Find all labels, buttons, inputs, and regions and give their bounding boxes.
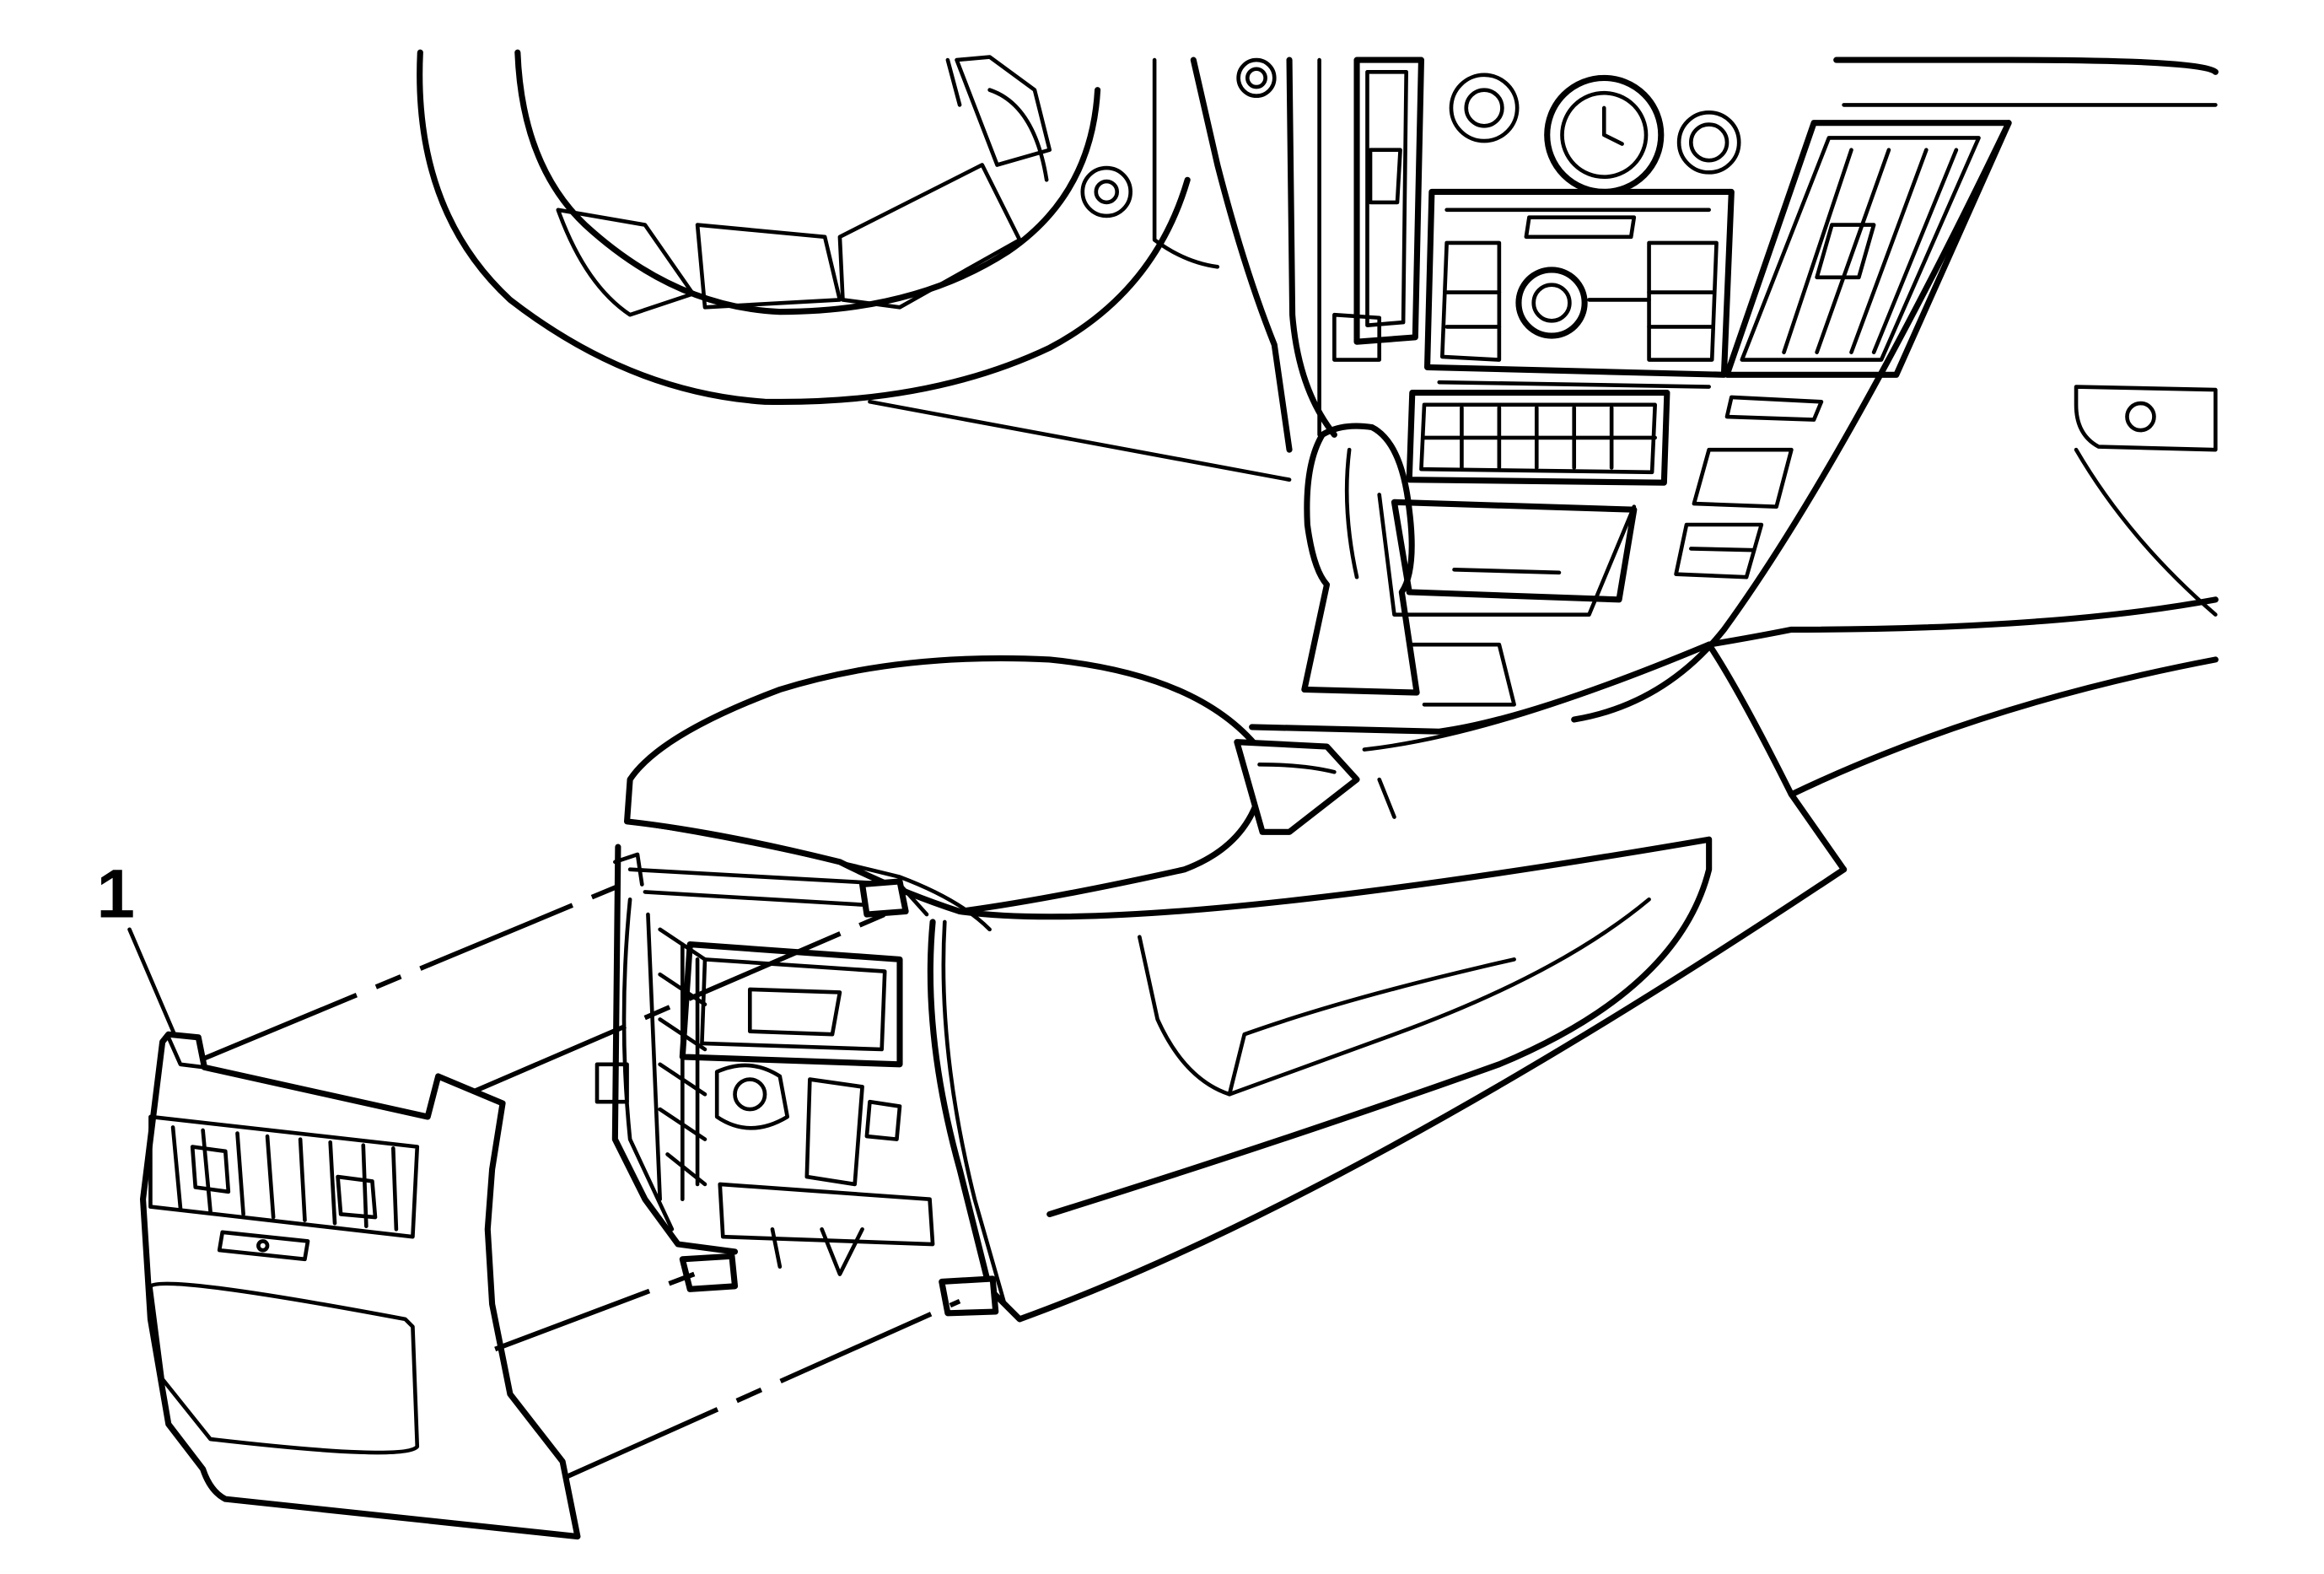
armrest (624, 655, 1360, 932)
shift-lever (1301, 423, 1516, 707)
console-rear-opening (594, 844, 999, 1317)
callout-1: 1 (96, 856, 177, 1037)
instrument-panel (868, 57, 2219, 723)
center-console (927, 641, 2219, 1323)
rear-vent-grille (148, 1114, 420, 1239)
alignment-lines (203, 881, 961, 1480)
callout-label: 1 (96, 856, 134, 933)
steering-wheel (417, 49, 1220, 406)
rear-trim-panel (139, 1031, 581, 1540)
